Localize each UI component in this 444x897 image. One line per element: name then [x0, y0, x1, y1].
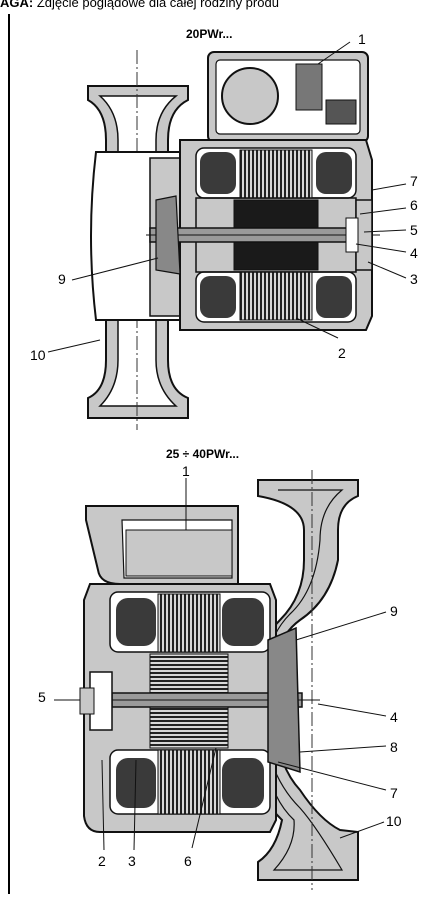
bottom-label-4: 4 — [390, 709, 398, 725]
bottom-title: 25 ÷ 40PWr... — [166, 447, 239, 461]
top-title: 20PWr... — [186, 27, 232, 41]
top-leaders — [47, 41, 407, 353]
top-connector — [295, 63, 323, 111]
top-winding-ll — [200, 276, 236, 318]
top-vent-screw — [345, 217, 359, 253]
bottom-leaders — [54, 478, 387, 851]
top-stator-core-lower — [239, 271, 313, 321]
top-label-1: 1 — [358, 31, 366, 47]
bottom-stator-core-lower — [157, 749, 221, 815]
left-rule — [8, 14, 10, 894]
bottom-label-1: 1 — [182, 463, 190, 479]
caption: AGA: Zdjęcie poglądowe dla całej rodziny… — [0, 0, 444, 12]
top-winding-ul — [200, 152, 236, 194]
bottom-winding-ur — [222, 598, 264, 646]
top-winding-lr — [316, 276, 352, 318]
bottom-stator-core-upper — [157, 593, 221, 653]
bottom-label-2: 2 — [98, 853, 106, 869]
top-label-9: 9 — [58, 271, 66, 287]
top-label-7: 7 — [410, 173, 418, 189]
bottom-label-5: 5 — [38, 689, 46, 705]
caption-text: Zdjęcie poglądowe dla całej rodziny prod… — [33, 0, 279, 10]
bottom-winding-ll — [116, 758, 156, 808]
bottom-winding-lr — [222, 758, 264, 808]
top-label-10: 10 — [30, 347, 46, 363]
bottom-label-9: 9 — [390, 603, 398, 619]
caption-bold: AGA: — [0, 0, 34, 10]
top-impeller — [155, 195, 181, 275]
bottom-cover — [125, 529, 233, 577]
top-capacitor — [221, 67, 279, 125]
bottom-winding-ul — [116, 598, 156, 646]
bottom-label-6: 6 — [184, 853, 192, 869]
bottom-label-3: 3 — [128, 853, 136, 869]
top-label-6: 6 — [410, 197, 418, 213]
bottom-impeller — [267, 626, 301, 774]
top-pump: 20PWr... — [30, 27, 418, 430]
top-label-3: 3 — [410, 271, 418, 287]
top-label-4: 4 — [410, 245, 418, 261]
top-winding-ur — [316, 152, 352, 194]
top-electronics — [325, 99, 357, 125]
bottom-vent-screw — [79, 687, 95, 715]
top-label-2: 2 — [338, 345, 346, 361]
bottom-label-10: 10 — [386, 813, 402, 829]
top-stator-core-upper — [239, 149, 313, 199]
bottom-label-7: 7 — [390, 785, 398, 801]
bottom-label-8: 8 — [390, 739, 398, 755]
bottom-pump: 25 ÷ 40PWr... — [38, 447, 402, 890]
top-label-5: 5 — [410, 222, 418, 238]
